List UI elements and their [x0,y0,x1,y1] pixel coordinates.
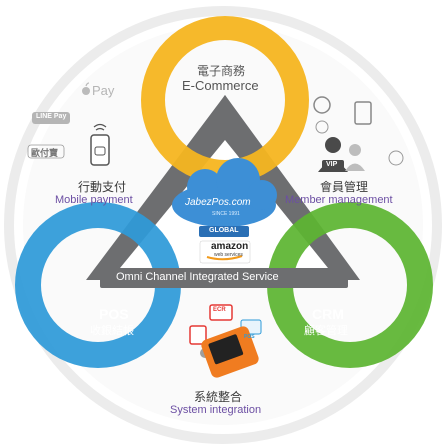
jabezpos-cloud [172,158,277,227]
allpay-logo [27,144,65,159]
jabezpos-brand-text: JabezPos.com [185,197,251,208]
pos-small-text: POS [244,334,255,340]
member-person2-icon [345,144,365,171]
system-integration-label-en: System integration [170,404,262,416]
printer-icon [189,325,207,345]
ecr-text: ECR [213,307,226,313]
omni-band [100,268,348,288]
global-badge-text: GLOBAL [209,227,239,234]
jabezpos-since-text: SINCE 1991 [212,211,240,217]
mobile-payment-label-zh: 行動支付 [78,180,127,194]
mobile-payment-label-en: Mobile payment [55,194,133,206]
line-pay-badge [32,112,70,124]
line-pay-text: LINE Pay [36,113,67,120]
global-badge-bg [199,226,249,237]
lock-icon [388,150,404,166]
pos-label-en: POS [99,306,129,322]
triangle-top-tip [214,95,236,112]
clock-icon [315,120,329,134]
handheld-pos-device [201,326,259,378]
apple-pay-text: Pay [92,83,115,98]
ecommerce-label-zh: 電子商務 [197,64,246,78]
system-integration-label-zh: 系統整合 [194,390,243,404]
ecommerce-label-en: E-Commerce [182,78,259,93]
member-label-en: Member management [285,194,393,206]
crm-label-zh: 顧客管理 [304,325,348,337]
ecr-icon [209,304,233,321]
crm-label-en: CRM [312,306,344,322]
amazon-text: amazon [211,241,249,252]
amazon-sub-text: web services [214,252,243,258]
pos-label-zh: 收銀結帳 [90,325,134,337]
phone-dollar-icon [354,101,372,125]
member-label-zh: 會員管理 [320,180,369,194]
at-sign-icon [313,96,331,114]
vip-text: VIP [326,161,338,168]
apple-pay-logo [82,82,90,95]
vip-card [322,160,344,170]
omni-channel-band-label: Omni Channel Integrated Service [116,271,279,283]
mobile-phone-icon [90,123,110,166]
amazon-smile-icon [206,255,243,261]
allpay-text: 歐付寶 [31,148,59,158]
